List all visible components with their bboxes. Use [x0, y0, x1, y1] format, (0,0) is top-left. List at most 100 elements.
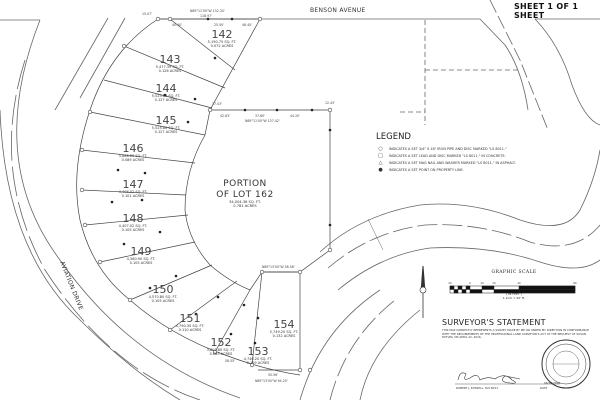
scale-tick: 20 [492, 281, 496, 285]
lot-area-sqft: 3,888.80 SQ. FT. [119, 154, 148, 158]
lot-area-sqft: 5,477.39 SQ. FT. [156, 65, 185, 69]
lot-number: 145 [156, 114, 177, 127]
dim-b3: 58.55' [225, 359, 235, 363]
surveyor-title: SURVEYOR'S STATEMENT [442, 318, 546, 327]
dim-d8: 44.20' [290, 114, 300, 118]
lot-area-acres: 0.127 ACRES [155, 130, 179, 134]
north-arrow-icon [419, 265, 427, 318]
dim-d4: 15.07' [142, 12, 152, 16]
aviation-drive [0, 17, 241, 400]
signature-graphic [457, 372, 521, 384]
street-label-aviation: AVIATION DRIVE [58, 260, 84, 311]
legend-text: INDICATES A SET POINT ON PROPERTY LINE. [389, 167, 464, 172]
legend-item: ○ INDICATES A SET 3/4" X 18" IRON PIPE A… [376, 145, 546, 152]
east-road [299, 149, 600, 400]
scale-ratio: 1 inch = 20' ft. [502, 296, 526, 300]
surveyor-name: ROBERT J. RUSSELL, PLS 8011 [456, 386, 499, 390]
legend-text: INDICATES A SET 3/4" X 18" IRON PIPE AND… [389, 146, 507, 151]
lot-area-acres: 0.132 ACRES [273, 334, 297, 338]
dim-d5: 12.43' [325, 101, 335, 105]
dim-bottom-bearing: N89°13'00"W 94.20' [255, 379, 288, 383]
lot-area-sqft: 4,580.90 SQ. FT. [127, 257, 156, 261]
scale-tick: 80 [573, 281, 577, 285]
mag-nail-icon: △ [378, 159, 383, 166]
lot-number: 142 [212, 28, 233, 41]
dim-d2: 25.50' [214, 23, 224, 27]
scale-tick: 40 [517, 281, 521, 285]
lot-area-sqft: 5,749.20 SQ. FT. [270, 330, 299, 334]
lot-number: 151 [180, 312, 201, 325]
graphic-scale-bar [449, 285, 576, 294]
main-lot-sqft: 34,004.36 SQ. FT. [229, 200, 261, 204]
scale-tick: 20 [448, 281, 452, 285]
lot-number: 154 [274, 318, 295, 331]
dim-b2: N89°13'00"W 58.56' [262, 265, 295, 269]
scale-ticks: 20 0 10 20 40 80 [448, 281, 577, 285]
dim-d9: 17.03' [212, 102, 222, 106]
legend-item: ● INDICATES A SET POINT ON PROPERTY LINE… [376, 166, 546, 173]
date-label: DATE [540, 386, 548, 390]
lot-number: 143 [160, 53, 181, 66]
lot-area-acres: 0.126 ACRES [159, 69, 183, 73]
lot-area-sqft: 4,407.02 SQ. FT. [119, 224, 148, 228]
signature-date: 06/10/2016 [544, 381, 561, 385]
scale-tick: 0 [469, 281, 471, 285]
legend: LEGEND ○ INDICATES A SET 3/4" X 18" IRON… [376, 132, 546, 173]
lot-area-sqft: 4,408.02 SQ. FT. [119, 190, 148, 194]
lot-area-acres: 0.109 ACRES [247, 361, 271, 365]
lot-area-sqft: 3,803.80 SQ. FT. [207, 348, 236, 352]
dim-b4: 50.56' [268, 373, 278, 377]
iron-pipe-icon: ○ [378, 145, 383, 152]
dim-d7: 37.60' [255, 114, 265, 118]
lot-area-acres: 0.101 ACRES [122, 194, 146, 198]
sheet-label: SHEET 1 OF 1 SHEET [514, 2, 579, 20]
scale-title: GRAPHIC SCALE [491, 270, 537, 275]
lot-area-sqft: 4,570.80 SQ. FT. [149, 295, 178, 299]
lot-area-sqft: 5,525.80 SQ. FT. [152, 126, 181, 130]
legend-text: INDICATES A SET LEAD AND DISC MARKED "LS… [389, 153, 506, 158]
dim-top-sub: 118.97' [200, 14, 212, 18]
lot-area-sqft: 4,790.30 SQ. FT. [176, 324, 205, 328]
lot-number: 152 [211, 336, 232, 349]
lot-area-sqft: 4,740.20 SQ. FT. [244, 357, 273, 361]
lot-area-acres: 0.105 ACRES [130, 261, 154, 265]
main-lot-title-2: OF LOT 162 [216, 190, 273, 200]
lot-area-acres: 0.110 ACRES [179, 328, 203, 332]
dim-d1: 40.40' [172, 23, 182, 27]
lot-boundaries [76, 18, 331, 376]
dim-d6: 42.63' [220, 114, 230, 118]
lot-number: 146 [123, 142, 144, 155]
dim-top-bearing: N89°11'00"W 132.34' [190, 9, 225, 13]
dimension-labels: N89°11'00"W 132.34' 118.97' 40.40' 25.50… [142, 9, 335, 383]
legend-item: □ INDICATES A SET LEAD AND DISC MARKED "… [376, 152, 546, 159]
lot-area-sqft: 5,190.75 SQ. FT. [208, 40, 237, 44]
lot-area-sqft: 5,525.80 SQ. FT. [152, 94, 181, 98]
scale-units: ( IN FEET ) [506, 292, 522, 296]
lot-number: 150 [153, 283, 174, 296]
legend-text: INDICATES A SET MAG NAIL AND WASHER MARK… [389, 160, 516, 165]
dim-main-top-bearing: N89°11'00"W 137.42' [245, 119, 280, 123]
lot-number: 149 [131, 245, 152, 258]
street-label-benson: BENSON AVENUE [310, 7, 366, 14]
survey-points [110, 17, 332, 345]
lot-area-acres: 0.105 ACRES [152, 299, 176, 303]
lot-number: 144 [156, 82, 177, 95]
lot-area-acres: 0.072 ACRES [211, 44, 235, 48]
main-lot-title-1: PORTION [223, 179, 267, 189]
surveyor-text: THIS MAP CORRECTLY REPRESENTS A SURVEY M… [442, 328, 590, 340]
lot-number: 147 [123, 178, 144, 191]
dim-d3: 46.40' [242, 23, 252, 27]
lead-disc-icon: □ [378, 152, 383, 159]
lot-area-acres: 0.089 ACRES [122, 158, 146, 162]
property-point-icon: ● [378, 166, 383, 173]
scale-tick: 10 [480, 281, 484, 285]
surveyor-statement: SURVEYOR'S STATEMENT THIS MAP CORRECTLY … [442, 318, 592, 340]
main-lot-acres: 0.781 ACRES [233, 204, 257, 208]
main-lot-label: PORTION OF LOT 162 34,004.36 SQ. FT. 0.7… [216, 179, 273, 208]
monuments [79, 16, 333, 373]
surveyor-seal-icon [541, 339, 591, 389]
legend-title: LEGEND [376, 132, 411, 142]
lot-area-acres: 0.105 ACRES [122, 228, 146, 232]
lot-number: 153 [248, 345, 269, 358]
